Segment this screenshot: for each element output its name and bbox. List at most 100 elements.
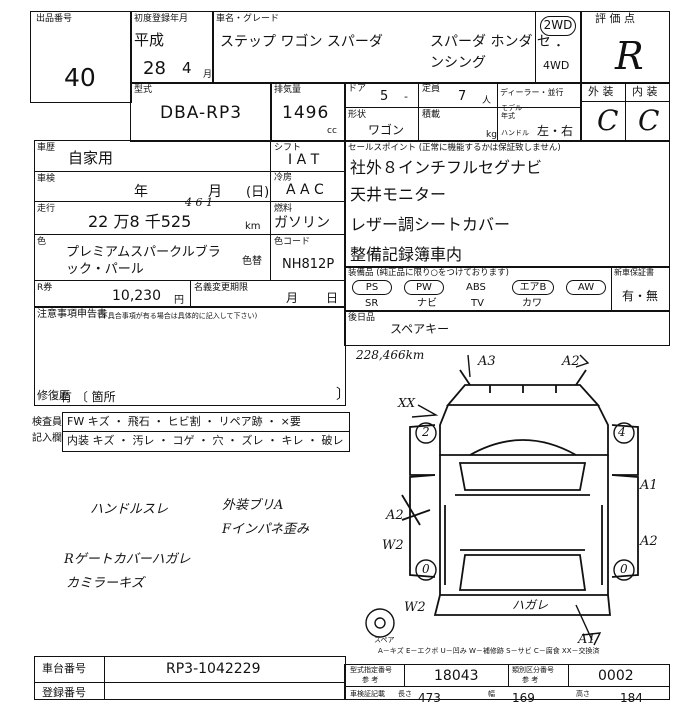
handle-label: ハンドル [501,129,529,137]
fuel-value: ガソリン [274,215,330,231]
first-reg-year: 28 [143,58,166,79]
note-mirror: カミラーキズ [66,576,145,591]
shape-value: ワゴン [368,123,405,137]
inspection-label: 車検 [37,174,56,184]
height-label: 高さ [576,690,590,698]
drive-2wd: 2WD [540,16,576,36]
mark-a1-bottom: A1 [578,632,596,647]
door-divider [344,107,582,108]
door-value: 5 [380,89,389,104]
price-value: 18043 [434,668,479,684]
class-value: 0002 [598,668,634,684]
chassis-value: RP3-1042229 [166,661,261,677]
shape-label: 形状 [348,110,367,120]
equip-navi: ナビ [417,298,437,309]
check-row-1: FW キズ ・ 飛石 ・ ヒビ割 ・ リペア跡 ・ ×要 [67,415,301,428]
drive-dot: ・ [553,39,564,52]
mark-circle-4: 4 [618,425,626,439]
color-value-2: ック・パール [66,262,144,277]
int-label: 内 装 [632,85,658,98]
warranty-month: 月 [286,291,299,305]
shift-value: I A T [288,152,320,168]
insp-year: 年 [134,184,148,200]
mark-w2-bottom: W2 [404,600,426,615]
equip-pw: PW [404,280,444,295]
color-change-label: 色替 [242,256,262,267]
mark-a1: A1 [640,478,658,493]
note-handle: ハンドルスレ [90,502,169,517]
chassis-label: 車台番号 [42,662,86,675]
mark-w2-left: W2 [382,538,404,553]
door-dash: - [404,90,408,103]
equip-aw: AW [566,280,606,295]
mark-a2-right: A2 [640,534,658,549]
note-dash: Fインパネ歪み [222,522,310,537]
ext-value: C [597,104,619,137]
insp-day: (日) [246,185,270,200]
d-line-1 [34,171,346,172]
dealer-label: ディーラー・並行 [500,88,564,97]
load-divider [418,107,419,142]
reg-label: 登録番号 [42,686,86,699]
warranty-label: 名義変更期限 [194,283,249,293]
footer-divider [34,682,346,683]
model-label: 車名・グレード [216,14,280,24]
ext-int-divider-v [625,82,626,142]
color-code-value: NH812P [282,257,335,272]
first-reg-label: 初度登録年月 [134,14,189,24]
history-label: 車歴 [37,143,56,153]
check-label-2: 記入欄 [32,433,62,444]
footer-right-v1 [404,664,405,686]
handle-value: 左・右 [537,124,574,138]
diagram-mileage: 228,466km [356,348,425,362]
d-line-2 [34,201,346,202]
grade-line-1: スパーダ ホンダ セ [430,34,551,50]
equip-sr: SR [365,298,379,309]
equipment-box [344,266,670,312]
equip-abs: ABS [466,282,486,293]
model-year-label-2: 年式 [501,112,515,120]
month-unit: 月 [203,70,213,80]
history-value: 自家用 [68,149,114,167]
d-vline-reg [190,280,191,308]
sales-point-4: 整備記録簿車内 [350,245,463,264]
width-value: 169 [512,691,535,705]
class-sub: 参 考 [522,676,539,684]
cap-label: 定員 [422,84,441,94]
sales-point-3: レザー調シートカバー [350,215,511,234]
footer-right-divider [344,686,670,687]
mark-a2-top: A2 [562,354,580,369]
drive-divider [535,11,536,84]
legend: A－キズ E－エクボ U－凹み W－補修跡 S－サビ C－腐食 XX－交換済 [378,647,600,655]
d-vline [270,140,271,234]
int-value: C [638,104,660,137]
first-reg-box [130,11,214,84]
mileage-unit: km [245,221,261,232]
note-exterior: 外装ブリA [222,498,284,513]
price-label: 型式指定番号 [350,666,392,674]
color-code-label: 色コード [274,237,311,247]
notes-box [34,306,346,406]
door-label: ドア [348,84,367,94]
cap-unit: 人 [482,96,492,106]
equipment-label: 装備品 (純正品に限り○をつけております) [348,268,509,278]
equip-ps: PS [352,280,392,295]
disp-value: 1496 [282,103,330,123]
door-box [344,82,582,142]
sales-point-2: 天井モニター [350,185,447,204]
disp-label: 排気量 [274,85,302,95]
grade-line-2: ンシング [430,55,486,71]
footer-right-v3 [568,664,569,686]
model-name: ステップ ワゴン スパーダ [220,34,383,50]
aftermarket-box [344,310,670,346]
mark-xx: XX [398,396,416,410]
price-sub: 参 考 [362,676,379,684]
model-year-label-1: モデル [501,104,522,112]
cap-divider [418,82,419,107]
era: 平成 [134,31,165,49]
repair-history: 有 〔 箇所 [60,390,116,404]
color-label: 色 [37,237,47,247]
equip-divider [611,266,612,312]
car-diagram [365,354,639,646]
load-unit: kg [486,130,497,140]
